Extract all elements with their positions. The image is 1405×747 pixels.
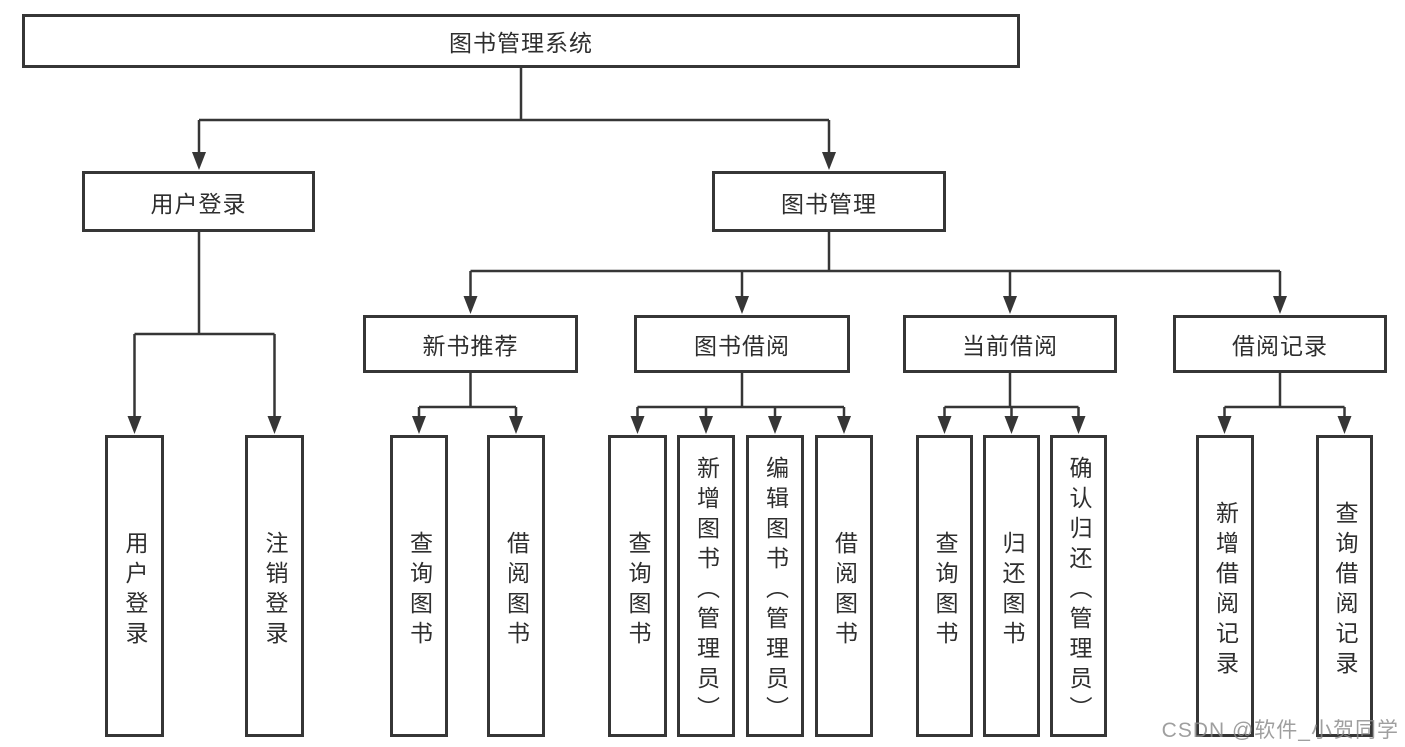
leaf-query-books-recommend: 查询图书: [390, 435, 448, 737]
leaf-add-books-admin: 新增图书（管理员）: [677, 435, 735, 737]
leaf-add-borrow-record: 新增借阅记录: [1196, 435, 1254, 737]
node-current-borrow: 当前借阅: [903, 315, 1117, 373]
node-user-login-branch: 用户登录: [82, 171, 315, 232]
csdn-watermark: CSDN @软件_小贺同学: [1161, 719, 1399, 742]
leaf-logout: 注销登录: [245, 435, 304, 737]
leaf-query-borrow-record: 查询借阅记录: [1316, 435, 1373, 737]
node-new-book-recommend: 新书推荐: [363, 315, 578, 373]
node-book-management-branch: 图书管理: [712, 171, 946, 232]
connector-new-books: [417, 373, 518, 418]
leaf-confirm-return-admin: 确认归还（管理员）: [1050, 435, 1107, 737]
connector-book-mgmt: [469, 232, 1282, 298]
arrowheads-leaves: [412, 416, 1352, 434]
connector-book-borrow: [636, 373, 846, 418]
leaf-borrow-books-recommend: 借阅图书: [487, 435, 545, 737]
leaf-return-books: 归还图书: [983, 435, 1040, 737]
arrowheads-level2: [192, 152, 836, 170]
node-root-system: 图书管理系统: [22, 14, 1020, 68]
leaf-edit-books-admin: 编辑图书（管理员）: [746, 435, 804, 737]
arrowheads-level3: [463, 296, 1287, 314]
leaf-user-login: 用户登录: [105, 435, 164, 737]
arrowheads-user-login: [127, 416, 282, 434]
connector-root-to-branches: [197, 68, 831, 153]
leaf-borrow-books: 借阅图书: [815, 435, 873, 737]
node-borrow-records: 借阅记录: [1173, 315, 1387, 373]
connector-borrow-records: [1223, 373, 1346, 418]
connector-user-login: [133, 232, 276, 418]
connector-current-borrow: [943, 373, 1080, 418]
leaf-query-books-current: 查询图书: [916, 435, 973, 737]
leaf-query-books-borrow: 查询图书: [608, 435, 667, 737]
node-book-borrow: 图书借阅: [634, 315, 850, 373]
